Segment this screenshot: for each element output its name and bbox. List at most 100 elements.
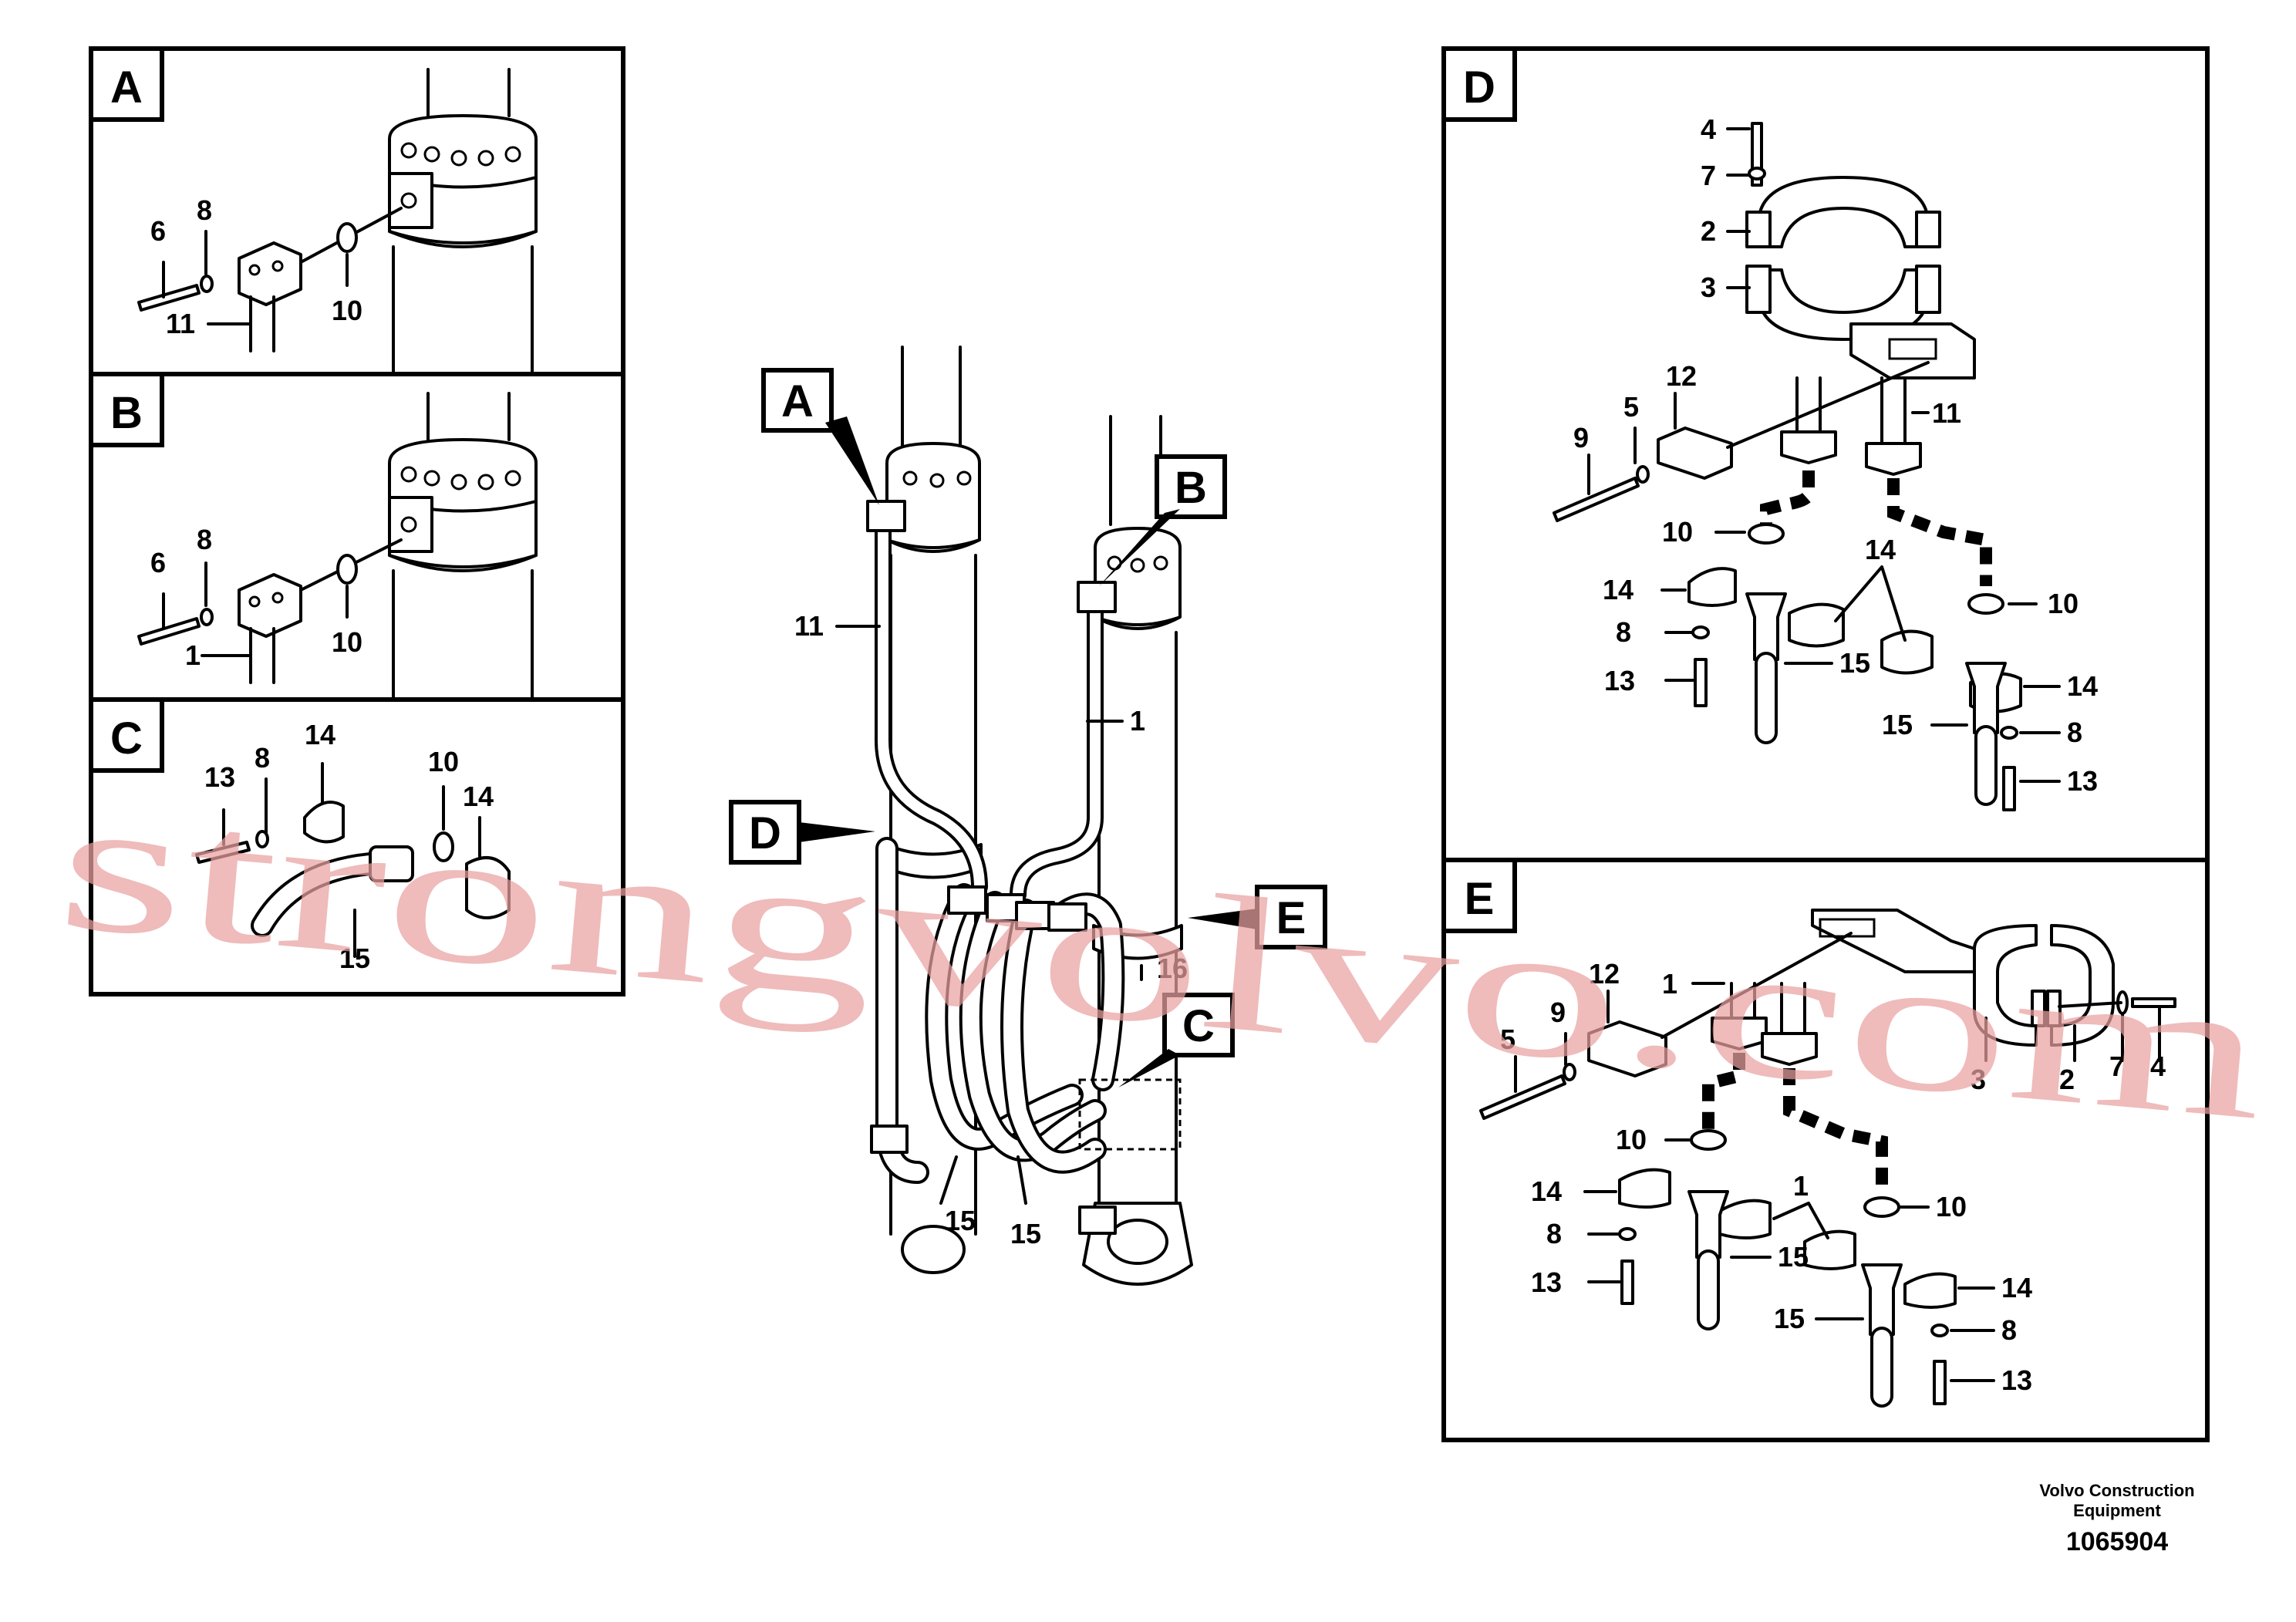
label-14: 14 [1531, 1175, 1562, 1207]
detail-panel-e: E 3 2 7 4 12 1 9 5 10 [1441, 858, 2210, 1442]
hose-end-15 [1745, 592, 1787, 661]
label-8: 8 [2067, 717, 2082, 748]
label-9: 5 [1623, 391, 1639, 423]
label-4: 4 [1701, 113, 1716, 145]
label-14: 14 [463, 781, 494, 812]
fitting-block [1780, 430, 1837, 464]
watermark: strongvolvo.com [50, 755, 2274, 1161]
fitting-block [1761, 1032, 1818, 1066]
callout-e: E [1188, 885, 1327, 949]
label-13: 13 [2067, 765, 2098, 797]
label-10: 10 [332, 626, 362, 658]
label-8: 8 [1616, 616, 1631, 648]
label-1: 1 [1793, 1170, 1809, 1202]
detail-panel-a: A 6 8 11 10 [89, 46, 625, 376]
fitting-block [1865, 442, 1922, 476]
label-14: 14 [2001, 1272, 2032, 1303]
flange-block-b [238, 573, 302, 638]
callout-b: B [1099, 454, 1227, 586]
svg-text:B: B [1175, 463, 1207, 513]
bolt-6 [137, 284, 201, 312]
label-14: 14 [305, 719, 335, 750]
label-15: 15 [945, 1205, 976, 1236]
label-15: 15 [1778, 1241, 1809, 1273]
lower-clamp-left [870, 1125, 909, 1154]
split-flange-14 [1803, 1229, 1856, 1270]
detail-panel-c: C 13 8 14 10 14 15 [89, 697, 625, 996]
label-10: 10 [332, 295, 362, 326]
split-flange-14 [1903, 1272, 1957, 1309]
label-1: 1 [1662, 968, 1677, 1000]
bolt-5 [1553, 477, 1640, 522]
label-15: 15 [1774, 1303, 1805, 1334]
company-line-2: Equipment [2073, 1501, 2161, 1520]
lower-clamp-right [1078, 1206, 1117, 1235]
label-1: 1 [185, 639, 201, 671]
label-4: 4 [2150, 1050, 2166, 1082]
label-3: 3 [1701, 271, 1716, 303]
label-10: 10 [428, 746, 459, 777]
label-11: 11 [794, 610, 824, 642]
label-10: 10 [2048, 588, 2079, 619]
bolt-6b [137, 617, 201, 646]
split-flange-14b [465, 856, 511, 919]
washer-9 [1636, 465, 1650, 484]
label-3: 3 [1971, 1064, 1986, 1095]
label-8: 8 [1546, 1218, 1562, 1249]
label-8: 8 [255, 742, 270, 774]
clamp-ear [1745, 265, 1772, 314]
clamp-ear [1915, 265, 1941, 314]
seal-ring-10 [1690, 1129, 1727, 1151]
clamp-ear [1915, 211, 1941, 248]
label-2: 2 [2059, 1064, 2075, 1095]
washer-8b [200, 608, 214, 626]
label-13: 13 [2001, 1364, 2032, 1396]
seal-ring-10 [1967, 593, 2004, 615]
panel-c-tag: C [110, 713, 143, 764]
panel-b-tag: B [110, 388, 143, 438]
hose-path [1702, 1053, 1745, 1134]
label-12: 12 [1666, 360, 1697, 392]
split-flange-14 [1718, 1199, 1772, 1239]
flange-block [238, 241, 302, 306]
label-6: 6 [150, 547, 166, 578]
flange-b [1077, 581, 1117, 613]
seal-ring-10b [336, 554, 358, 585]
detail-panel-d: D 4 7 2 3 12 9 5 11 [1441, 46, 2210, 862]
seal-ring-10c [433, 831, 454, 862]
label-7: 7 [1701, 160, 1716, 191]
label-7: 7 [2109, 1050, 2125, 1082]
label-16: 16 [1157, 953, 1188, 984]
main-assembly: A B D E C 11 1 16 15 15 [729, 346, 1327, 1286]
label-14: 14 [2067, 670, 2098, 702]
bolt-13 [2002, 766, 2016, 811]
seal-ring-10 [1863, 1196, 1900, 1218]
label-12: 12 [1589, 958, 1620, 990]
label-15: 15 [1010, 1218, 1041, 1249]
hoses-15 [875, 837, 1125, 1184]
label-14: 14 [1865, 534, 1896, 565]
washer-8 [1930, 1324, 1949, 1337]
label-5: 9 [1573, 422, 1589, 454]
steel-pipe-11 [878, 519, 985, 892]
bolt-13 [195, 841, 251, 864]
svg-text:E: E [1276, 893, 1306, 943]
fitting-block [1711, 1017, 1768, 1050]
washer-8 [1618, 1227, 1637, 1241]
panel-b-cylinder-head [388, 392, 538, 700]
label-10: 10 [1936, 1191, 1967, 1222]
label-1: 1 [1130, 705, 1145, 737]
hose-end-15 [1965, 662, 2007, 734]
label-13: 13 [1604, 665, 1635, 696]
panel-d-tag: D [1463, 62, 1495, 113]
split-flange-14 [1880, 629, 1934, 675]
company-line-1: Volvo Construction [2039, 1481, 2194, 1500]
label-11: 11 [166, 308, 195, 339]
hose-path [1783, 1068, 1888, 1188]
panel-a-tag: A [110, 62, 143, 113]
label-2: 2 [1701, 215, 1716, 247]
clamp-ear [1745, 211, 1772, 248]
clamp-block-12 [1587, 1020, 1667, 1077]
hose-end-15 [1861, 1263, 1903, 1336]
